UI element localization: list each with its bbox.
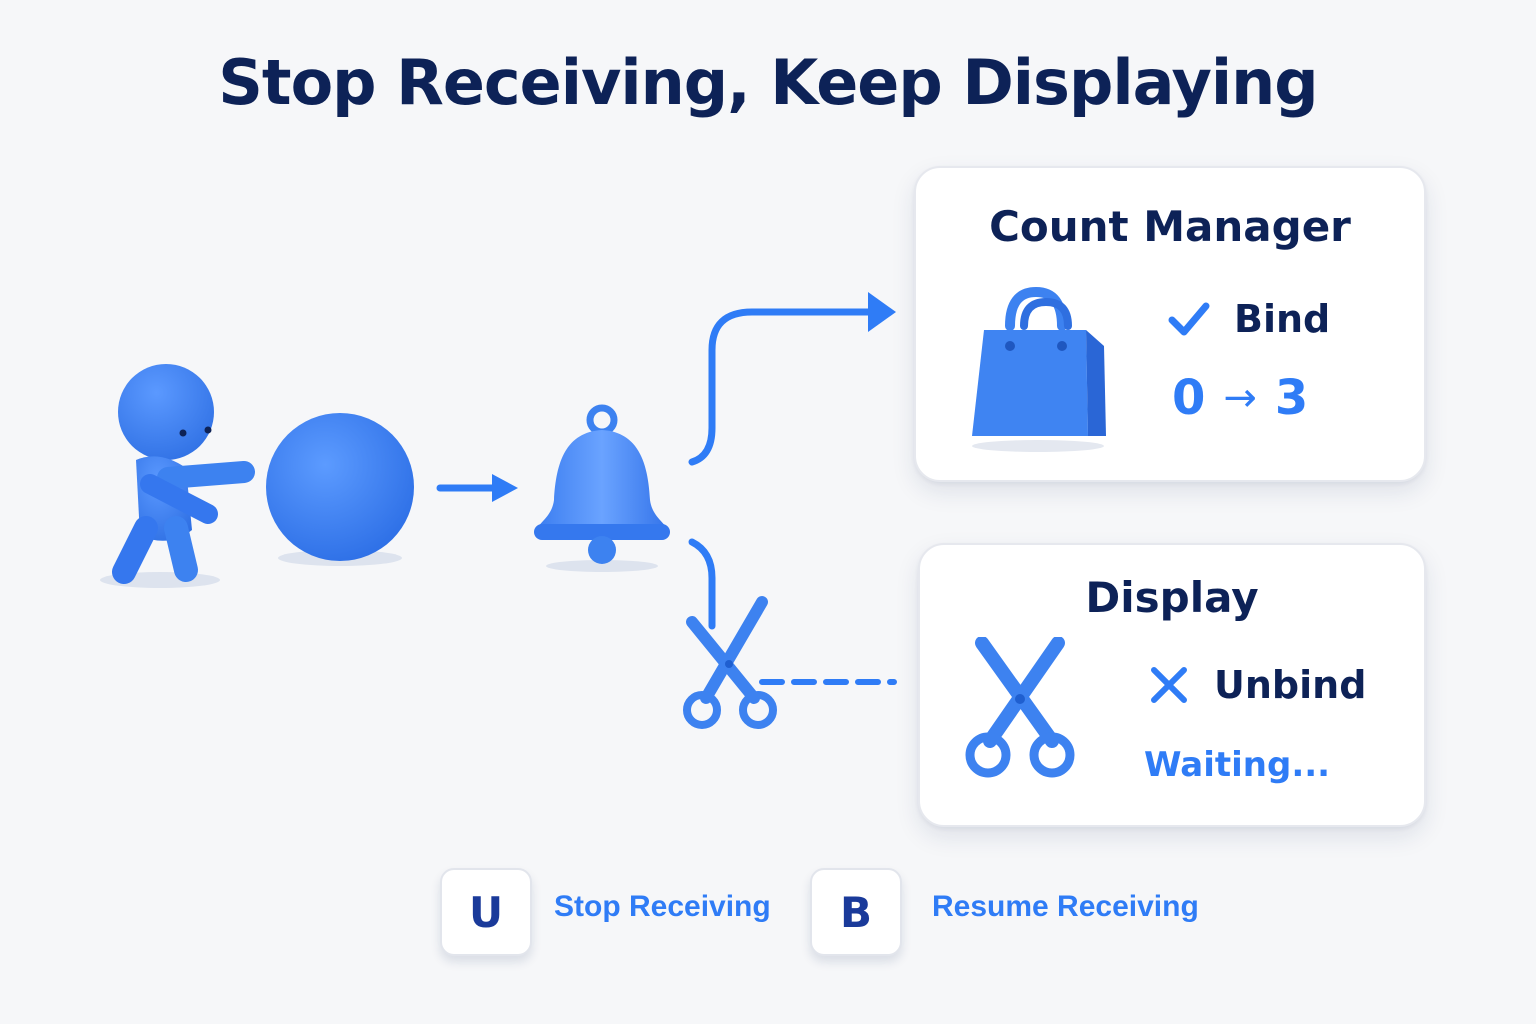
cross-icon <box>1151 667 1187 703</box>
waiting-status: Waiting... <box>1144 745 1331 785</box>
key-u-button[interactable]: U <box>440 868 532 956</box>
count-manager-title: Count Manager <box>989 202 1351 251</box>
count-from: 0 <box>1172 370 1206 426</box>
shopping-bag-icon <box>972 286 1106 452</box>
page-title: Stop Receiving, Keep Displaying <box>218 46 1318 119</box>
connector-to-count-manager <box>688 292 896 466</box>
count-to: 3 <box>1274 370 1309 426</box>
count-manager-card: Count Manager Bind 0 → 3 <box>914 166 1426 482</box>
scissors-icon <box>965 637 1075 778</box>
bind-label: Bind <box>1234 297 1331 341</box>
unbind-status: Unbind <box>1146 662 1366 708</box>
count-transition: 0 → 3 <box>1172 370 1308 426</box>
bind-status: Bind <box>1166 296 1330 342</box>
unbind-label: Unbind <box>1214 663 1367 707</box>
arrow-to-bell <box>436 474 518 502</box>
check-icon <box>1168 302 1210 336</box>
person-icon <box>100 364 255 588</box>
stop-receiving-label: Stop Receiving <box>554 890 771 923</box>
connector-to-scissors <box>688 538 716 630</box>
resume-receiving-label: Resume Receiving <box>932 890 1199 923</box>
scissors-icon <box>683 596 777 729</box>
display-title: Display <box>1085 573 1259 622</box>
bell-icon <box>534 404 670 572</box>
key-b-button[interactable]: B <box>810 868 902 956</box>
display-card: Display Unbind Waiting... <box>918 543 1426 827</box>
ball-icon <box>266 413 414 566</box>
count-arrow: → <box>1223 375 1257 421</box>
